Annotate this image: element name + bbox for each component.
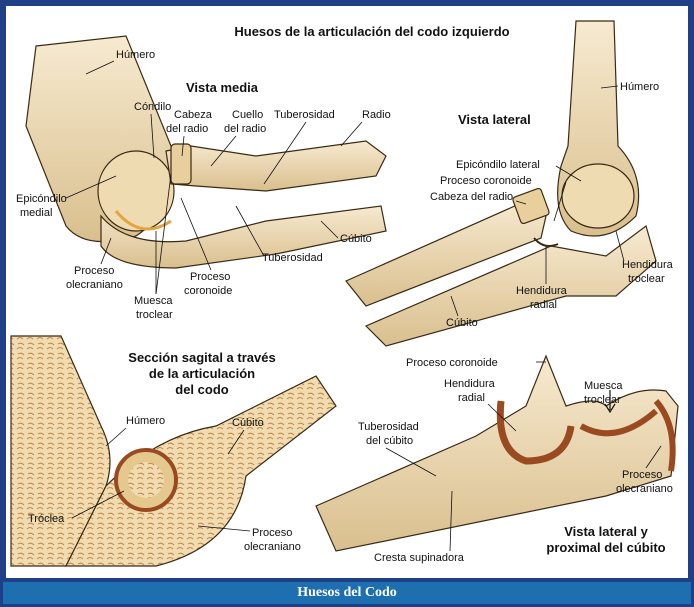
label-epicondilo-lateral: Epicóndilo lateral xyxy=(456,159,540,171)
label-cabeza-radio-medial-2: del radio xyxy=(166,123,208,135)
label-tuberosidad-top: Tuberosidad xyxy=(274,109,335,121)
label-cabeza-radio-medial-1: Cabeza xyxy=(174,109,213,121)
label-proceso-coronoide-medial-1: Proceso xyxy=(190,271,230,283)
label-hendidura-radial-ulna-2: radial xyxy=(458,392,485,404)
sagittal-title-3: del codo xyxy=(175,382,229,397)
sagittal-section-panel: Sección sagital a través de la articulac… xyxy=(11,336,336,566)
medial-view-panel: Vista media Húmero Cóndilo Cabeza del ra… xyxy=(16,36,391,321)
ulna-title-2: proximal del cúbito xyxy=(546,540,665,555)
label-humero-sagittal: Húmero xyxy=(126,415,165,427)
label-hendidura-radial-ulna-1: Hendidura xyxy=(444,378,496,390)
label-tuberosidad-cubito-2: del cúbito xyxy=(366,435,413,447)
label-hendidura-troclear-lateral-2: troclear xyxy=(628,273,665,285)
label-cresta-supinadora: Cresta supinadora xyxy=(374,552,465,564)
label-muesca-medial-2: troclear xyxy=(136,309,173,321)
label-muesca-ulna-1: Muesca xyxy=(584,380,623,392)
label-hendidura-troclear-lateral-1: Hendidura xyxy=(622,259,674,271)
sagittal-title-1: Sección sagital a través xyxy=(128,350,275,365)
lateral-view-panel: Vista lateral Húmero Epicóndilo lateral … xyxy=(346,21,674,346)
label-hendidura-radial-lateral-1: Hendidura xyxy=(516,285,568,297)
elbow-diagram: Huesos de la articulación del codo izqui… xyxy=(6,6,688,578)
label-epicondilo-2: medial xyxy=(20,207,52,219)
label-troclea: Tróclea xyxy=(28,513,65,525)
label-tuberosidad-cubito-1: Tuberosidad xyxy=(358,421,419,433)
label-olecraniano-medial-1: Proceso xyxy=(74,265,114,277)
figure-title: Huesos de la articulación del codo izqui… xyxy=(234,24,509,39)
label-tuberosidad-bottom: Tuberosidad xyxy=(262,252,323,264)
figure-canvas: Huesos de la articulación del codo izqui… xyxy=(6,6,688,578)
proximal-ulna-panel: Vista lateral y proximal del cúbito Proc… xyxy=(316,356,678,564)
label-proceso-coronoide-lateral: Proceso coronoide xyxy=(440,175,532,187)
label-cuello-radio-2: del radio xyxy=(224,123,266,135)
medial-condyle xyxy=(98,151,174,231)
caption-bar: Huesos del Codo xyxy=(3,582,691,604)
label-olecraniano-sagittal-2: olecraniano xyxy=(244,541,301,553)
label-cuello-radio-1: Cuello xyxy=(232,109,263,121)
label-cubito-lateral: Cúbito xyxy=(446,317,478,329)
label-hendidura-radial-lateral-2: radial xyxy=(530,299,557,311)
label-radio: Radio xyxy=(362,109,391,121)
label-olecraniano-ulna-1: Proceso xyxy=(622,469,662,481)
medial-radial-head xyxy=(171,144,191,184)
sagittal-title-2: de la articulación xyxy=(149,366,255,381)
label-humero-lateral: Húmero xyxy=(620,81,659,93)
label-olecraniano-ulna-2: olecraniano xyxy=(616,483,673,495)
ulna-shaft-bone xyxy=(316,356,678,551)
label-cubito-medial: Cúbito xyxy=(340,233,372,245)
label-olecraniano-medial-2: olecraniano xyxy=(66,279,123,291)
label-muesca-medial-1: Muesca xyxy=(134,295,173,307)
label-olecraniano-sagittal-1: Proceso xyxy=(252,527,292,539)
ulna-title-1: Vista lateral y xyxy=(564,524,648,539)
label-proceso-coronoide-medial-2: coronoide xyxy=(184,285,232,297)
lateral-view-title: Vista lateral xyxy=(458,112,531,127)
label-cubito-sagittal: Cúbito xyxy=(232,417,264,429)
label-epicondilo-1: Epicóndilo xyxy=(16,193,67,205)
label-cabeza-radio-lateral: Cabeza del radio xyxy=(430,191,513,203)
medial-view-title: Vista media xyxy=(186,80,259,95)
label-proceso-coronoide-ulna: Proceso coronoide xyxy=(406,357,498,369)
label-humero-medial: Húmero xyxy=(116,49,155,61)
label-muesca-ulna-2: troclear xyxy=(584,394,621,406)
label-condilo: Cóndilo xyxy=(134,101,171,113)
lateral-capitulum xyxy=(562,164,634,228)
